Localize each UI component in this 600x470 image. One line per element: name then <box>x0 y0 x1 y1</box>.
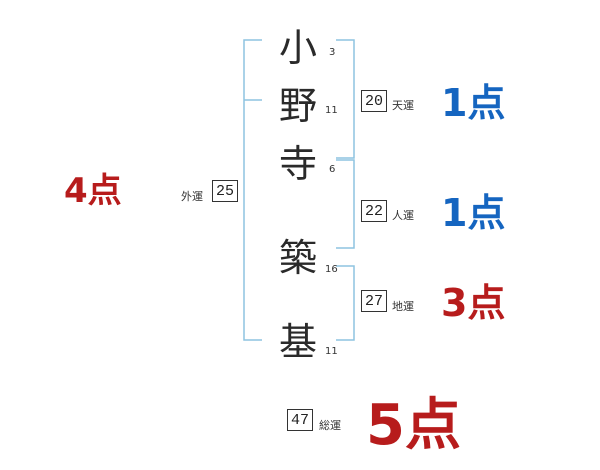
given-char-1: 築 <box>278 236 317 280</box>
surname-strokes-3: 6 <box>329 164 336 175</box>
souun-score: 5点 <box>366 393 461 458</box>
tenun-bracket <box>336 39 355 159</box>
jinun-value-box: 22 <box>361 200 387 222</box>
surname-char-2: 野 <box>278 84 317 128</box>
chiun-value-box: 27 <box>361 290 387 312</box>
given-char-2: 基 <box>278 320 317 364</box>
surname-strokes-2: 11 <box>325 105 338 116</box>
tenun-value-box: 20 <box>361 90 387 112</box>
chiun-score: 3点 <box>441 281 506 325</box>
chiun-label: 地運 <box>392 300 414 313</box>
surname-strokes-1: 3 <box>329 47 336 58</box>
surname-char-3: 寺 <box>278 142 317 186</box>
outer-bracket <box>243 39 262 341</box>
souun-value-box: 47 <box>287 409 313 431</box>
jinun-score: 1点 <box>441 191 506 235</box>
tenun-label: 天運 <box>392 99 414 112</box>
gaiun-value-box: 25 <box>212 180 238 202</box>
gaiun-label: 外運 <box>181 190 203 203</box>
jinun-bracket <box>336 159 355 249</box>
given-strokes-1: 16 <box>325 264 338 275</box>
souun-label: 総運 <box>319 419 341 432</box>
given-strokes-2: 11 <box>325 346 338 357</box>
gaiun-score: 4点 <box>64 171 122 211</box>
jinun-label: 人運 <box>392 209 414 222</box>
tenun-score: 1点 <box>441 81 506 125</box>
surname-char-1: 小 <box>278 26 317 70</box>
chiun-bracket <box>336 265 355 341</box>
